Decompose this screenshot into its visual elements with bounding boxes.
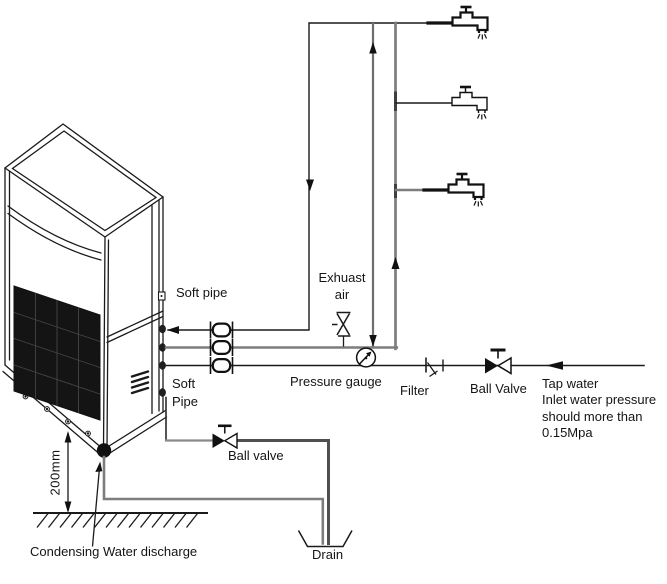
ground-hatch — [33, 512, 208, 528]
soft-pipe-bottom-label: Soft Pipe — [172, 376, 199, 409]
flow-arrow-icon — [167, 326, 179, 334]
ball-valve-main-label: Ball Valve — [470, 381, 527, 396]
pipe-drain-line — [235, 439, 330, 545]
flow-arrow-icon — [369, 335, 377, 347]
unit-pipe-connectors — [157, 291, 166, 397]
vent-slots-icon — [130, 370, 150, 395]
flow-arrows — [167, 42, 563, 370]
flexible-coupling-icon — [209, 339, 234, 356]
faucet-icon — [451, 5, 489, 41]
water-piping — [102, 21, 645, 545]
flow-arrow-icon — [369, 42, 377, 54]
exhaust-valve-icon — [332, 311, 351, 347]
tap-water-note: Tap water Inlet water pressure should mo… — [542, 376, 657, 441]
ball-valve-icon — [212, 424, 238, 450]
exhaust-air-label: Exhuast air — [318, 270, 366, 302]
dimension-arrow-icon — [64, 431, 72, 513]
ball-valve-icon — [485, 348, 512, 375]
drain-basin-icon — [297, 530, 353, 548]
filter-icon — [425, 357, 444, 378]
height-dimension-label: 200mm — [47, 449, 63, 496]
callout-arrow-icon — [91, 461, 103, 547]
pipe-top-loop — [167, 22, 431, 331]
pressure-gauge-icon — [355, 347, 377, 368]
water-heater-unit — [2, 123, 168, 458]
unit-grille — [13, 285, 101, 421]
faucet-icon — [450, 85, 489, 121]
pipe-condensate — [102, 455, 325, 545]
flow-arrow-icon — [391, 257, 400, 269]
filter-label: Filter — [400, 383, 429, 398]
condensing-water-label: Condensing Water discharge — [30, 544, 198, 559]
condensate-outlet-dot — [96, 443, 112, 458]
flexible-couplings — [209, 321, 234, 374]
ball-valve-drain-label: Ball valve — [228, 448, 284, 463]
drain-label: Drain — [312, 547, 344, 562]
flow-arrow-icon — [546, 361, 563, 370]
soft-pipe-top-label: Soft pipe — [176, 285, 228, 300]
flexible-coupling-icon — [209, 357, 234, 374]
faucet-icon — [447, 172, 485, 208]
pressure-gauge-label: Pressure gauge — [290, 374, 382, 389]
flexible-coupling-icon — [209, 321, 234, 339]
flow-arrow-icon — [306, 179, 314, 191]
